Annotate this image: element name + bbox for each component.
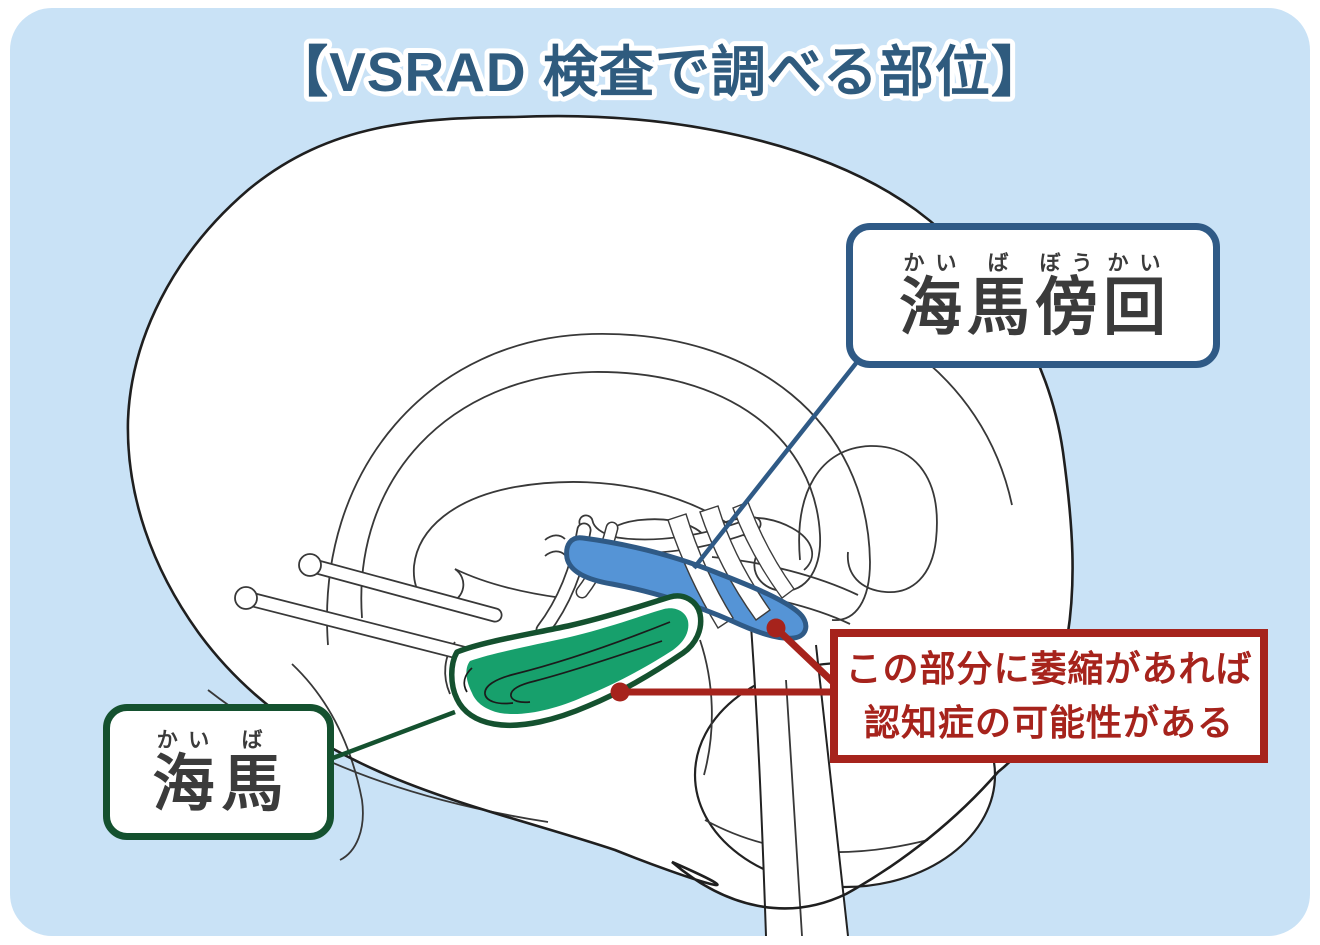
stalk-structures bbox=[234, 553, 503, 663]
parahippocampal-label-text: 海かい馬ば傍ぼう回かい bbox=[899, 251, 1167, 343]
callout-dot-hippocampus bbox=[610, 682, 630, 702]
callout-dot-parahippocampal bbox=[766, 618, 786, 638]
callout-pointers bbox=[610, 618, 841, 702]
parahippocampal-region bbox=[564, 501, 809, 641]
atrophy-callout-box: この部分に萎縮があれば 認知症の可能性がある bbox=[830, 629, 1268, 763]
hippocampus-region bbox=[449, 593, 704, 729]
callout-line-2: 認知症の可能性がある bbox=[863, 702, 1234, 743]
hippocampus-inner-lines bbox=[463, 621, 671, 705]
parahippocampal-leader-line bbox=[692, 360, 859, 570]
callout-line-1: この部分に萎縮があれば bbox=[845, 648, 1253, 689]
brain-outline bbox=[126, 114, 1074, 910]
hippocampus-label: 海かい馬ば bbox=[103, 704, 334, 840]
parahippocampal-label: 海かい馬ば傍ぼう回かい bbox=[846, 223, 1220, 368]
hippocampus-leader-line bbox=[332, 709, 456, 761]
page-title: 【VSRAD 検査で調べる部位】 bbox=[273, 41, 1047, 103]
fornix-crura-bands bbox=[667, 501, 795, 629]
callout-line-parahippocampal bbox=[773, 625, 841, 690]
hippocampus-label-text: 海かい馬ば bbox=[152, 728, 285, 819]
